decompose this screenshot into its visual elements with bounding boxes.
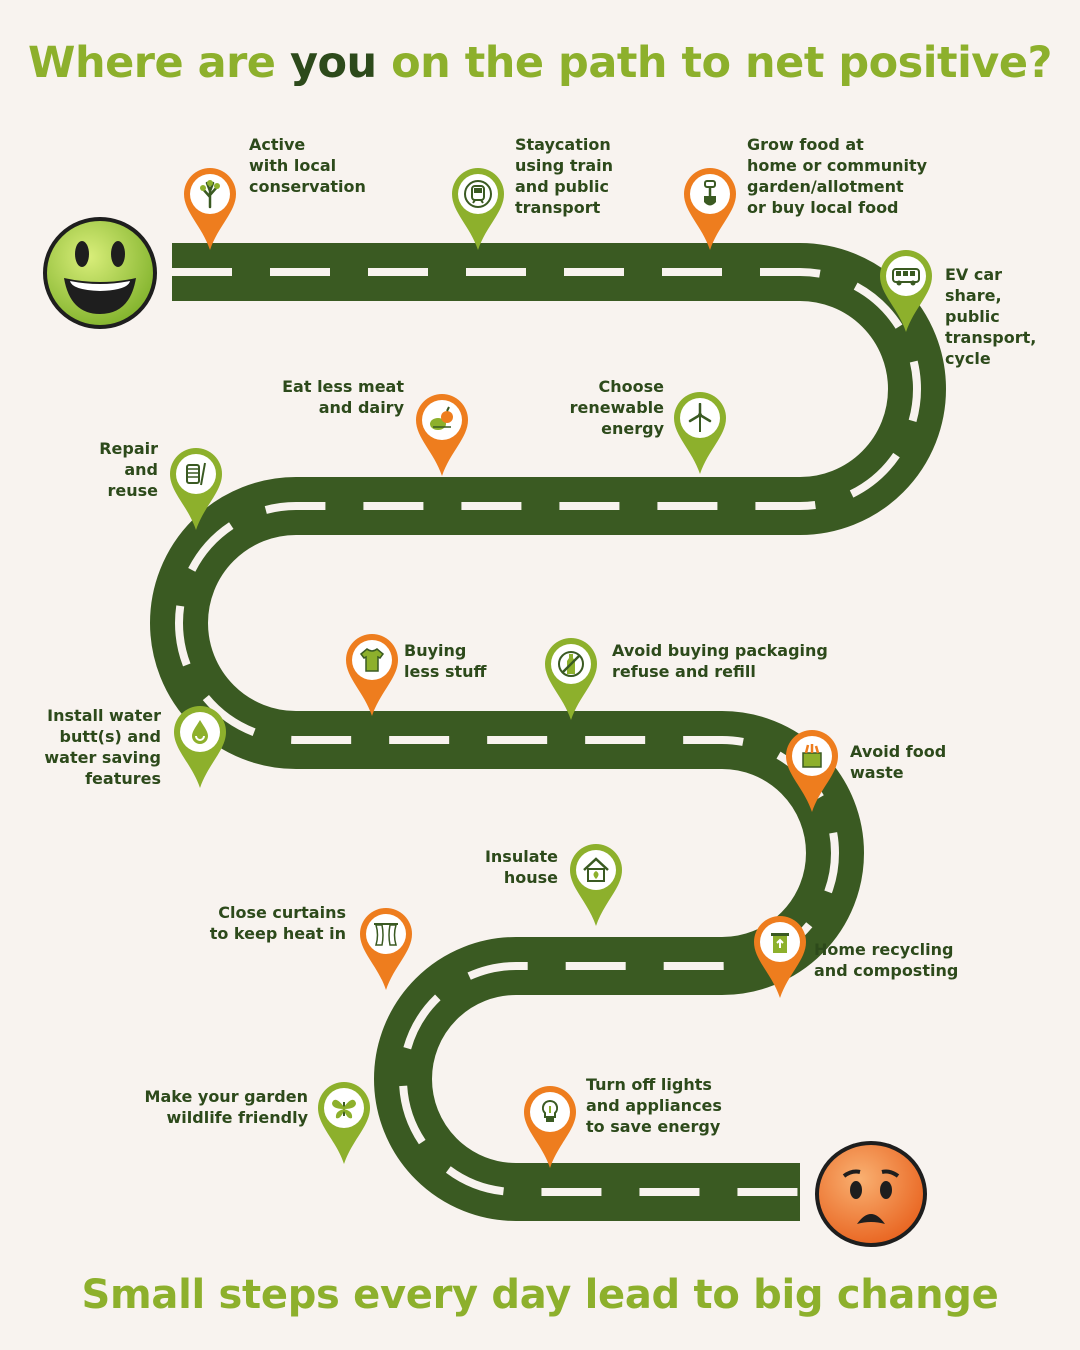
- step-pin-repair: [168, 446, 224, 532]
- step-pin-train: [450, 166, 506, 252]
- water-drop-icon: [192, 720, 208, 744]
- road-centre-line: [172, 268, 921, 1196]
- step-pin-grow-food: [682, 166, 738, 252]
- title-highlight: you: [289, 38, 377, 88]
- step-pin-renewable: [672, 390, 728, 476]
- wind-turbine-icon: [688, 403, 712, 432]
- train-icon: [464, 180, 492, 208]
- step-pin-insulate: [568, 842, 624, 928]
- step-pin-packaging: [543, 636, 599, 722]
- footer-tagline: Small steps every day lead to big change: [81, 1272, 999, 1318]
- sewing-icon: [186, 462, 206, 486]
- step-pin-food-waste: [784, 728, 840, 814]
- step-pin-curtains: [358, 906, 414, 992]
- step-pin-tree: [182, 166, 238, 252]
- lightbulb-icon: [541, 1099, 559, 1122]
- no-bottle-icon: [558, 651, 584, 677]
- title-part-1: Where are: [28, 38, 276, 88]
- step-pin-buy-less: [344, 632, 400, 718]
- step-pin-eat-less-meat: [414, 392, 470, 478]
- butterfly-icon: [332, 1099, 356, 1119]
- shirt-icon: [359, 648, 385, 672]
- step-pin-wildlife: [316, 1080, 372, 1166]
- step-pin-ev-car: [878, 248, 934, 334]
- recycle-bin-icon: [771, 933, 789, 953]
- happy-face-icon: [43, 217, 157, 329]
- tree-icon: [200, 180, 220, 209]
- spade-icon: [704, 180, 716, 206]
- vegetables-icon: [430, 406, 453, 430]
- step-pin-water: [172, 704, 228, 790]
- page-title: Where are you on the path to net positiv…: [0, 38, 1080, 88]
- food-bin-icon: [802, 744, 822, 768]
- curtains-icon: [374, 923, 398, 946]
- title-part-3: on the path to net positive?: [391, 38, 1052, 88]
- step-pin-lights: [522, 1084, 578, 1170]
- house-icon: [583, 857, 609, 882]
- worried-face-icon: [815, 1141, 927, 1247]
- bus-icon: [892, 268, 920, 286]
- step-pin-recycling: [752, 914, 808, 1000]
